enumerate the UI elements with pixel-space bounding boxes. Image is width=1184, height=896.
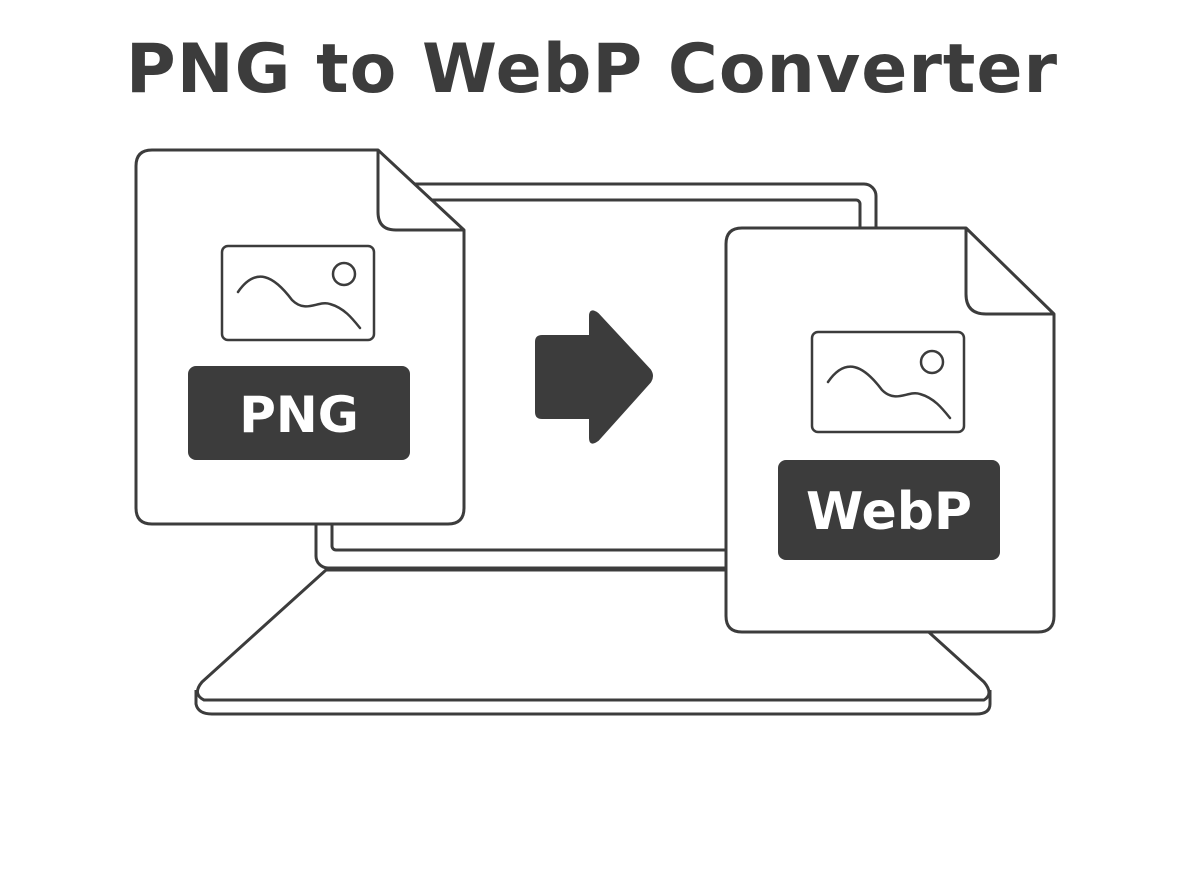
image-icon	[220, 244, 376, 342]
source-file-page	[134, 148, 466, 526]
source-file-fold	[376, 150, 464, 232]
target-file-fold	[964, 228, 1054, 316]
image-icon	[810, 330, 966, 434]
target-file-page	[724, 226, 1056, 634]
source-file-badge	[188, 366, 410, 460]
source-file: PNG	[134, 148, 466, 526]
page-title: PNG to WebP Converter	[125, 30, 1059, 109]
target-file-badge	[778, 460, 1000, 560]
source-file-label: PNG	[239, 386, 359, 444]
target-file: WebP	[724, 226, 1056, 634]
laptop-base-lip	[194, 690, 992, 716]
arrow-right-icon	[535, 310, 653, 444]
target-file-label: WebP	[806, 482, 972, 542]
